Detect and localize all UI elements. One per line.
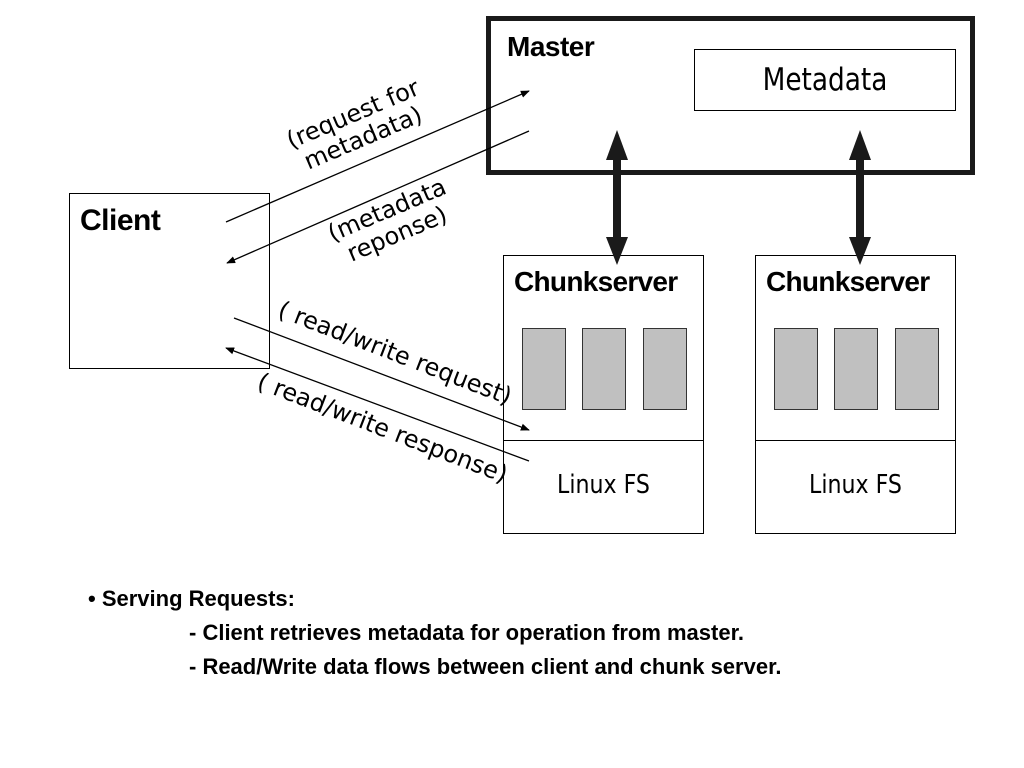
chunk-block bbox=[895, 328, 939, 410]
chunkserver-divider bbox=[504, 440, 703, 441]
chunkserver-title-2: Chunkserver bbox=[766, 266, 930, 297]
client-node: Client bbox=[69, 193, 270, 369]
arrow-rw-request bbox=[233, 317, 530, 431]
master-title: Master bbox=[507, 31, 595, 62]
arrow-request-metadata bbox=[225, 90, 530, 223]
serving-requests-notes: • Serving Requests: - Client retrieves m… bbox=[88, 582, 782, 684]
linux-fs-label-1: Linux FS bbox=[557, 470, 650, 500]
notes-heading: • Serving Requests: bbox=[88, 586, 295, 611]
notes-line-2: - Read/Write data flows between client a… bbox=[189, 654, 782, 679]
chunkserver-node-1: Chunkserver Linux FS bbox=[503, 255, 704, 534]
metadata-label: Metadata bbox=[762, 62, 888, 98]
chunk-block bbox=[834, 328, 878, 410]
client-title: Client bbox=[80, 204, 161, 237]
arrow-master-chunkserver-1 bbox=[606, 130, 628, 265]
chunk-block bbox=[522, 328, 566, 410]
linux-fs-label-2: Linux FS bbox=[809, 470, 902, 500]
chunkserver-node-2: Chunkserver Linux FS bbox=[755, 255, 956, 534]
chunkserver-title-1: Chunkserver bbox=[514, 266, 678, 297]
metadata-box: Metadata bbox=[694, 49, 956, 111]
chunk-block bbox=[643, 328, 687, 410]
notes-line-1: - Client retrieves metadata for operatio… bbox=[189, 620, 745, 645]
arrow-master-chunkserver-2 bbox=[849, 130, 871, 265]
chunk-block bbox=[582, 328, 626, 410]
chunkserver-divider bbox=[756, 440, 955, 441]
arrow-rw-response bbox=[225, 347, 530, 462]
chunk-block bbox=[774, 328, 818, 410]
arrow-metadata-response bbox=[226, 130, 530, 264]
